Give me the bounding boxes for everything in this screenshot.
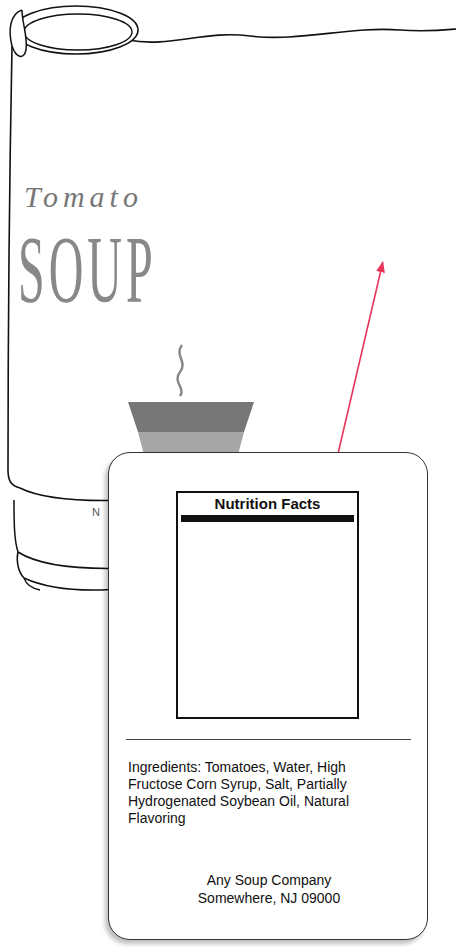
can-rim-inner [24,14,132,50]
steam-line [177,345,182,396]
product-title: SOUP [18,222,157,318]
label-callout-card: Ingredients: Tomatoes, Water, High Fruct… [108,452,428,940]
panel-title: Nutrition Facts [178,495,357,512]
ingredients-list: Ingredients: Tomatoes, Water, High Fruct… [128,759,354,827]
bowl-top [128,402,254,432]
company-address: Any Soup Company Somewhere, NJ 09000 [194,871,344,907]
brand-word: Tomato [24,180,143,214]
divider-line [126,739,411,740]
hidden-label-text: N [92,506,100,518]
pointer-arrow [338,262,382,452]
nutrition-facts-panel: Nutrition Facts [176,491,359,719]
can-rim [14,6,138,54]
can-base-edge [24,578,40,590]
panel-bar [181,515,354,522]
label-edge [128,29,456,42]
